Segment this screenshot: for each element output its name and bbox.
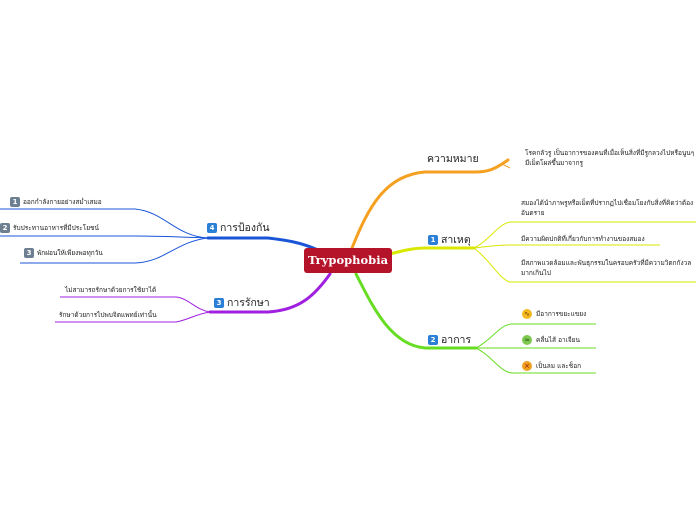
connector-treatment-item-1	[60, 296, 211, 313]
connector-symptoms	[354, 272, 478, 350]
connector-definition-item	[501, 163, 511, 169]
cause-item-1[interactable]: สมองได้นำภาพรูหรือเม็ดที่ปรากฏไปเชื่อมโย…	[521, 199, 694, 217]
connector-treatment	[208, 272, 332, 314]
branch-prevention-label: การป้องกัน	[220, 222, 270, 234]
definition-item-1[interactable]: โรคกลัวรู เป็นอาการของคนที่เมื่อเห็นสิ่ง…	[525, 149, 695, 167]
number-badge: 1	[428, 235, 438, 245]
connector-cause-item-1	[473, 221, 696, 249]
symptoms-item-3[interactable]: ×เป็นลม และช็อก	[522, 361, 581, 371]
cause-item-3[interactable]: มีสภาพแวดล้อมและพันธุกรรมในครอบครัวที่มี…	[521, 259, 692, 277]
nausea-face-icon: ≈	[522, 335, 532, 345]
connector-prevention-item-2	[0, 235, 209, 239]
number-badge: 4	[207, 223, 217, 233]
number-badge: 2	[0, 223, 10, 233]
connector-definition	[350, 158, 510, 250]
number-badge: 1	[10, 197, 20, 207]
number-badge: 3	[24, 248, 34, 258]
treatment-item-2[interactable]: รักษาด้วยการไปพบจิตแพทย์เท่านั้น	[59, 311, 157, 319]
connector-symptoms-item-1	[475, 323, 596, 349]
branch-cause-label: สาเหตุ	[441, 234, 471, 246]
connector-treatment-item-2	[55, 311, 211, 323]
dizzy-face-icon: ×	[522, 361, 532, 371]
disgust-face-icon: ∿	[522, 309, 532, 319]
connector-symptoms-item-3	[475, 347, 596, 374]
connector-cause	[378, 246, 476, 258]
branch-treatment-label: การรักษา	[227, 297, 270, 309]
symptoms-item-2[interactable]: ≈คลื่นไส้ อาเจียน	[522, 335, 580, 345]
branch-definition-label: ความหมาย	[427, 153, 479, 165]
connector-cause-item-2	[473, 244, 660, 249]
connector-prevention	[206, 236, 320, 252]
connector-prevention-item-1	[0, 208, 209, 239]
branch-symptoms-label: อาการ	[441, 334, 472, 346]
connector-cause-item-3	[473, 247, 696, 283]
number-badge: 3	[214, 298, 224, 308]
number-badge: 2	[428, 335, 438, 345]
treatment-item-1[interactable]: ไม่สามารถรักษาด้วยการใช้ยาได้	[65, 286, 157, 294]
cause-item-2[interactable]: มีความผิดปกติที่เกี่ยวกับการทำงานของสมอง	[521, 235, 645, 243]
symptoms-item-1[interactable]: ∿มีอาการขยะแขยง	[522, 309, 586, 319]
central-topic-label: Trypophobia	[307, 253, 389, 267]
connector-prevention-item-3	[20, 237, 209, 264]
branch-definition[interactable]: ความหมาย	[427, 152, 479, 166]
central-topic[interactable]: Trypophobia	[304, 248, 392, 273]
